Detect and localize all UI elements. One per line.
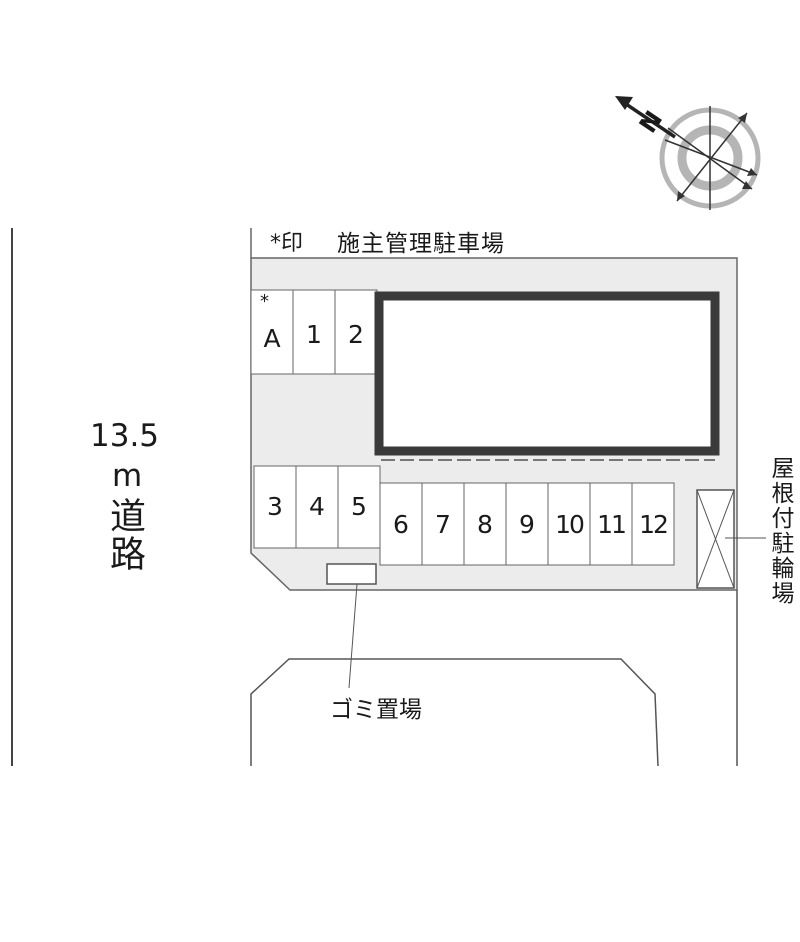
building-outline <box>374 291 720 456</box>
stall-box-11 <box>589 482 633 566</box>
lower-lot-outline <box>250 658 659 767</box>
slot-1-label: 1 <box>306 319 322 349</box>
road-unit: m <box>112 458 143 494</box>
slot-6-label: 6 <box>393 509 409 539</box>
trash-label: ゴミ置場 <box>330 697 422 723</box>
owner-slot-mark: * <box>260 291 269 312</box>
slot-a-label: A <box>263 323 281 353</box>
parking-title: 施主管理駐車場 <box>337 231 505 257</box>
slot-3-label: 3 <box>267 491 283 521</box>
slot-2-label: 2 <box>348 319 364 349</box>
stall-box-3 <box>253 465 297 549</box>
bike-parking-cross-2 <box>696 489 735 589</box>
slot-5-label: 5 <box>351 491 367 521</box>
stall-box-a <box>250 289 294 375</box>
stall-box-5 <box>337 465 381 549</box>
slot-10-label: 10 <box>555 509 585 539</box>
slot-7-label: 7 <box>435 509 451 539</box>
stall-box-4 <box>295 465 339 549</box>
bike-parking-label: 屋根付駐輪場 <box>767 456 793 606</box>
legend-mark: *印 <box>270 231 304 256</box>
trash-box <box>326 563 377 585</box>
north-arrow-icon <box>615 96 676 139</box>
slot-9-label: 9 <box>519 509 535 539</box>
stall-box-7 <box>421 482 465 566</box>
trash-leader <box>348 583 358 689</box>
slot-8-label: 8 <box>477 509 493 539</box>
stall-box-2 <box>334 289 378 375</box>
slot-12-label: 12 <box>639 509 669 539</box>
stall-box-12 <box>631 482 675 566</box>
road-name: 道路 <box>104 497 145 573</box>
compass-rose-icon <box>659 106 761 210</box>
road-width: 13.5 <box>90 418 160 454</box>
slot-4-label: 4 <box>309 491 325 521</box>
stall-box-9 <box>505 482 549 566</box>
slot-11-label: 11 <box>597 509 627 539</box>
